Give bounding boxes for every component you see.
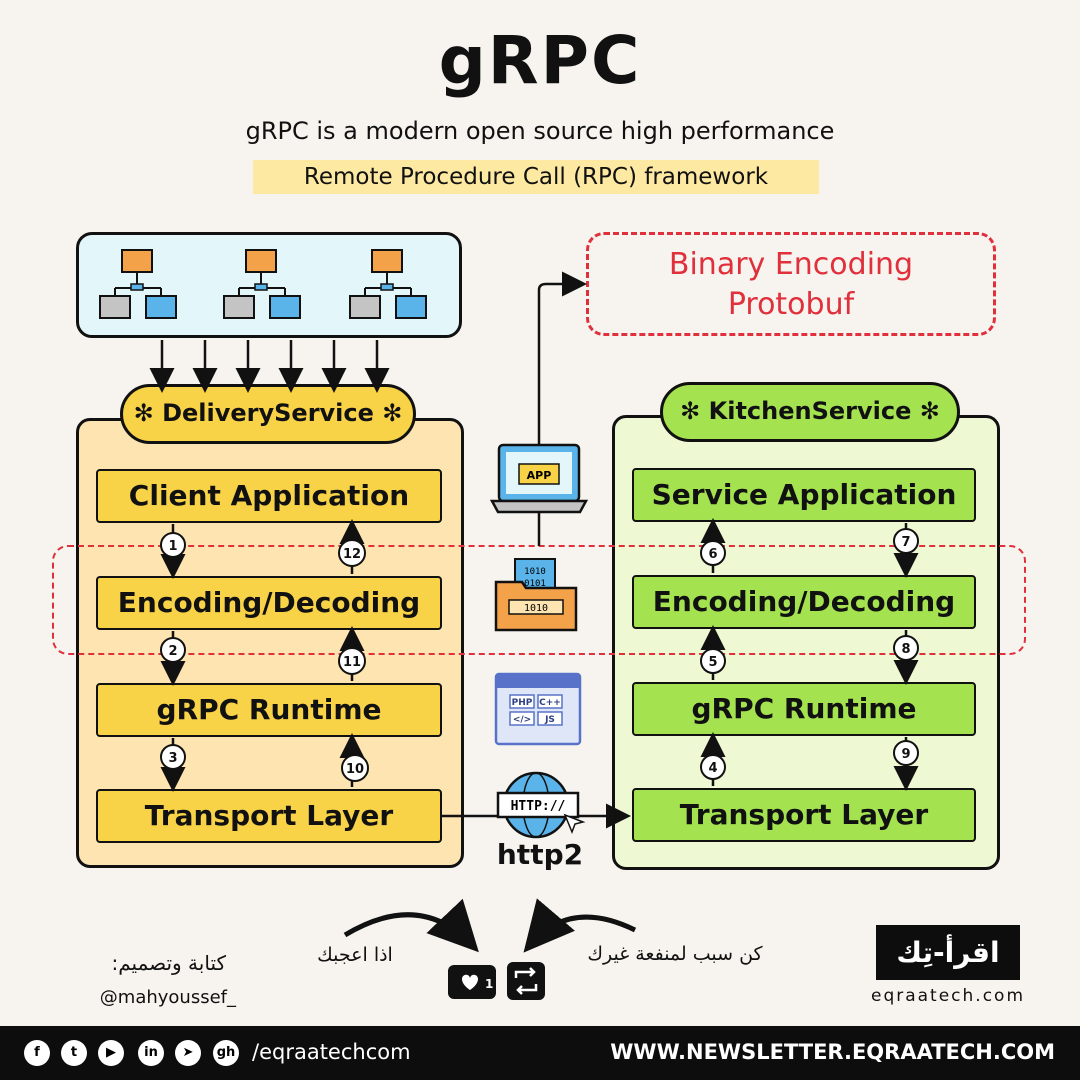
step-11-label: 11 [343, 655, 361, 670]
app-to-encoding-arrow [537, 271, 587, 546]
step-6-circle [700, 540, 726, 566]
http-globe-icon: HTTP:// [496, 771, 586, 839]
author-handle: @mahyoussef_ [99, 987, 236, 1008]
computer-cluster-3 [349, 249, 427, 319]
repost-button-bg [507, 962, 545, 1000]
telegram-icon[interactable]: ➤ [175, 1040, 201, 1066]
step-12-circle [338, 539, 366, 567]
computer-cluster-2 [223, 249, 301, 319]
step-4-label: 4 [708, 761, 717, 776]
code-languages-icon: PHP C++ </> JS [494, 672, 582, 746]
kitchen-encoding-decoding: Encoding/Decoding [632, 575, 976, 629]
step-9-label: 9 [901, 747, 910, 762]
delivery-encoding-decoding: Encoding/Decoding [96, 576, 442, 630]
step-1-circle [160, 532, 186, 558]
step-2-label: 2 [168, 644, 177, 659]
credit-title: كتابة وتصميم: [111, 951, 226, 975]
step-2-circle [160, 637, 186, 663]
step-8-label: 8 [901, 642, 910, 657]
highlighted-subtitle: Remote Procedure Call (RPC) framework [253, 160, 819, 194]
newsletter-link[interactable]: WWW.NEWSLETTER.EQRAATECH.COM [610, 1040, 1055, 1064]
lang-cpp: C++ [539, 698, 561, 708]
computer-cluster-1 [99, 249, 177, 319]
client-request-arrows [149, 340, 390, 393]
kitchen-grpc-runtime: gRPC Runtime [632, 682, 976, 736]
share-prompt: كن سبب لمنفعة غيرك [587, 943, 763, 965]
app-label: APP [527, 469, 552, 482]
step-9-circle [893, 740, 919, 766]
step-12-label: 12 [343, 547, 361, 562]
step-10-circle [341, 754, 369, 782]
share-curved-arrow [523, 898, 637, 953]
step-5-label: 5 [708, 655, 717, 670]
delivery-grpc-runtime: gRPC Runtime [96, 683, 442, 737]
lang-code: </> [513, 715, 531, 725]
step-7-label: 7 [901, 535, 910, 550]
like-count: 1 [485, 977, 493, 991]
page-subtitle: gRPC is a modern open source high perfor… [245, 117, 835, 145]
youtube-icon[interactable]: ▶ [98, 1040, 124, 1066]
delivery-service-name: DeliveryService [162, 399, 374, 427]
binary-encoding-box: Binary Encoding Protobuf [586, 232, 996, 336]
facebook-icon[interactable]: f [24, 1040, 50, 1066]
brand-url[interactable]: eqraatech.com [870, 986, 1026, 1006]
brand-logo: اقرأ-تِك [876, 925, 1020, 980]
linkedin-icon[interactable]: in [138, 1040, 164, 1066]
delivery-service-badge: ✻ DeliveryService ✻ [120, 384, 416, 444]
kitchen-transport-layer: Transport Layer [632, 788, 976, 842]
step-10-label: 10 [346, 762, 364, 777]
svg-text:1010: 1010 [524, 567, 546, 577]
app-laptop-icon: APP [489, 443, 589, 514]
twitter-icon[interactable]: t [61, 1040, 87, 1066]
step-5-circle [700, 648, 726, 674]
http2-label: http2 [496, 838, 584, 871]
kitchen-step-arrows [700, 518, 919, 791]
lang-php: PHP [512, 698, 533, 708]
binary-encoding-label: Binary Encoding [668, 247, 914, 282]
kitchen-service-name: KitchenService [708, 397, 912, 425]
delivery-step-arrows [160, 519, 365, 792]
binary-folder-icon: 1010 0101 1010 [494, 558, 578, 632]
heart-icon [462, 974, 478, 990]
like-prompt: اذا اعجبك [317, 944, 393, 966]
step-11-circle [338, 647, 366, 675]
svg-text:1010: 1010 [524, 603, 548, 614]
step-4-circle [700, 754, 726, 780]
like-curved-arrow [343, 898, 479, 953]
svg-text:0101: 0101 [524, 579, 546, 589]
github-icon[interactable]: gh [213, 1040, 239, 1066]
kitchen-service-application: Service Application [632, 468, 976, 522]
step-3-label: 3 [168, 751, 177, 766]
page-title: gRPC [438, 22, 642, 99]
http-label: HTTP:// [511, 799, 566, 814]
lang-js: JS [544, 715, 555, 725]
kitchen-service-badge: ✻ KitchenService ✻ [660, 382, 960, 442]
step-7-circle [893, 528, 919, 554]
delivery-client-application: Client Application [96, 469, 442, 523]
step-1-label: 1 [168, 539, 177, 554]
footer-handle[interactable]: /eqraatechcom [252, 1040, 411, 1064]
repost-icon [514, 967, 538, 995]
step-8-circle [893, 635, 919, 661]
delivery-transport-layer: Transport Layer [96, 789, 442, 843]
step-3-circle [160, 744, 186, 770]
step-6-label: 6 [708, 547, 717, 562]
protobuf-label: Protobuf [727, 287, 855, 322]
